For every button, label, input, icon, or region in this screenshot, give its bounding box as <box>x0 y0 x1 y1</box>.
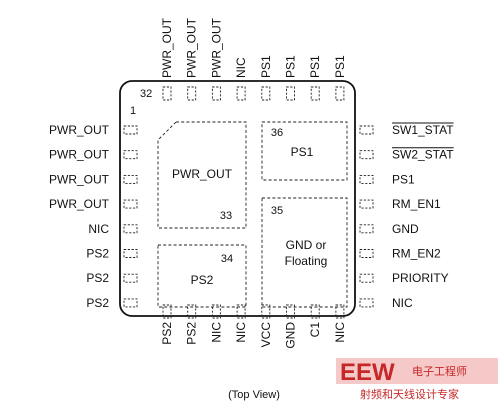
top-pin-label-pwr-out: PWR_OUT <box>185 17 199 78</box>
top-pin-label-pwr-out: PWR_OUT <box>160 17 174 78</box>
right-pin-pad <box>359 298 374 308</box>
right-pin-pads <box>359 125 374 308</box>
left-pin-label-pwr-out: PWR_OUT <box>49 123 110 137</box>
left-pin-pads <box>123 125 138 308</box>
right-pin-pad <box>359 273 374 283</box>
left-pin-pad <box>123 224 138 234</box>
pad-34-outline <box>157 244 247 308</box>
right-pin-label-rm-en1: RM_EN1 <box>392 197 441 211</box>
pad-33-label: PWR_OUT <box>172 167 233 181</box>
pad-33-number: 33 <box>220 210 232 222</box>
bottom-pin-pads <box>162 304 345 319</box>
left-pin-label-nic: NIC <box>88 222 109 236</box>
right-pin-label-sw1-stat: SW1_STAT <box>392 123 454 137</box>
right-pin-pad <box>359 224 374 234</box>
pad-36-outline <box>261 121 348 181</box>
right-pin-pad <box>359 199 374 209</box>
bottom-pin-label-c1: C1 <box>308 322 322 338</box>
bottom-pin-label-gnd: GND <box>284 322 298 349</box>
right-pin-pad <box>359 174 374 184</box>
pad-35-outline <box>261 197 348 308</box>
right-pin-label-priority: PRIORITY <box>392 271 449 285</box>
pad-33-outline <box>157 121 247 229</box>
top-pin-pads <box>162 86 345 101</box>
bottom-pin-pad <box>286 304 295 319</box>
bottom-pin-label-nic: NIC <box>234 322 248 343</box>
bottom-pin-pad <box>211 304 221 319</box>
right-pin-pad <box>359 249 374 258</box>
top-pin-labels: PWR_OUT PWR_OUT PWR_OUT NIC PS1 PS1 PS1 PS1 <box>160 17 347 78</box>
bottom-pin-labels: PS2 PS2 NIC NIC VCC GND C1 NIC <box>160 322 347 349</box>
top-pin-label-pwr-out: PWR_OUT <box>209 17 223 78</box>
top-pin-pad <box>286 86 295 101</box>
pin-number-1: 1 <box>130 105 136 117</box>
left-pin-pad <box>123 298 138 308</box>
pad-34-number: 34 <box>221 253 233 265</box>
package-outline <box>119 80 356 317</box>
pad-36-number: 36 <box>271 127 283 139</box>
bottom-pin-pad <box>310 304 320 319</box>
bottom-pin-pad <box>187 304 197 319</box>
bottom-pin-label-vcc: VCC <box>259 322 273 348</box>
top-pin-label-ps1: PS1 <box>284 55 298 78</box>
bottom-pin-label-nic: NIC <box>333 322 347 343</box>
right-pin-pad <box>359 125 374 135</box>
bottom-pin-label-nic: NIC <box>209 322 223 343</box>
pad-36-label: PS1 <box>291 145 314 159</box>
left-pin-pad <box>123 273 138 283</box>
pad-35-label-line1: GND or <box>286 238 327 252</box>
watermark-subtitle-bottom: 射频和天线设计专家 <box>360 387 459 401</box>
bottom-pin-pad <box>236 304 246 319</box>
bottom-pin-pad <box>335 304 345 319</box>
bottom-pin-label-ps2: PS2 <box>160 322 174 345</box>
view-caption: (Top View) <box>228 389 280 401</box>
top-pin-label-ps1: PS1 <box>308 55 322 78</box>
top-pin-pad <box>236 86 246 101</box>
pin-number-32: 32 <box>140 88 152 100</box>
left-pin-pad <box>123 249 138 258</box>
top-pin-label-nic: NIC <box>234 57 248 78</box>
left-pin-label-pwr-out: PWR_OUT <box>49 197 110 211</box>
right-pin-label-nic: NIC <box>392 296 413 310</box>
pad-35-label-line2: Floating <box>285 254 328 268</box>
bottom-pin-pad <box>162 304 172 319</box>
right-pin-label-ps1: PS1 <box>392 172 415 186</box>
pad-35-number: 35 <box>271 205 283 217</box>
right-pin-label-rm-en2: RM_EN2 <box>392 247 441 261</box>
right-pin-label-gnd: GND <box>392 222 419 236</box>
watermark-logo: EEW 电子工程师 射频和天线设计专家 <box>336 358 498 401</box>
bottom-pin-label-ps2: PS2 <box>185 322 199 345</box>
top-pin-pad <box>310 86 320 101</box>
top-pin-pad <box>261 86 271 101</box>
top-pin-label-ps1: PS1 <box>259 55 273 78</box>
left-pin-label-ps2: PS2 <box>86 271 109 285</box>
left-pin-label-ps2: PS2 <box>86 247 109 261</box>
watermark-text: EEW <box>340 359 395 386</box>
left-pin-label-pwr-out: PWR_OUT <box>49 172 110 186</box>
left-pin-pad <box>123 199 138 209</box>
left-pin-pad <box>123 125 138 135</box>
top-pin-pad <box>335 86 345 101</box>
watermark-band <box>336 358 498 384</box>
left-pin-label-pwr-out: PWR_OUT <box>49 148 110 162</box>
right-pin-label-sw2-stat: SW2_STAT <box>392 148 454 162</box>
top-pin-pad <box>162 86 172 101</box>
bottom-pin-pad <box>261 304 271 319</box>
left-pin-pad <box>123 174 138 184</box>
top-pin-pad <box>187 86 197 101</box>
left-pin-pad <box>123 150 138 160</box>
pad-34-label: PS2 <box>191 273 214 287</box>
left-pin-label-ps2: PS2 <box>86 296 109 310</box>
top-pin-pad <box>211 86 221 101</box>
right-pin-pad <box>359 150 374 160</box>
watermark-subtitle-top: 电子工程师 <box>412 365 467 378</box>
top-pin-label-ps1: PS1 <box>333 55 347 78</box>
